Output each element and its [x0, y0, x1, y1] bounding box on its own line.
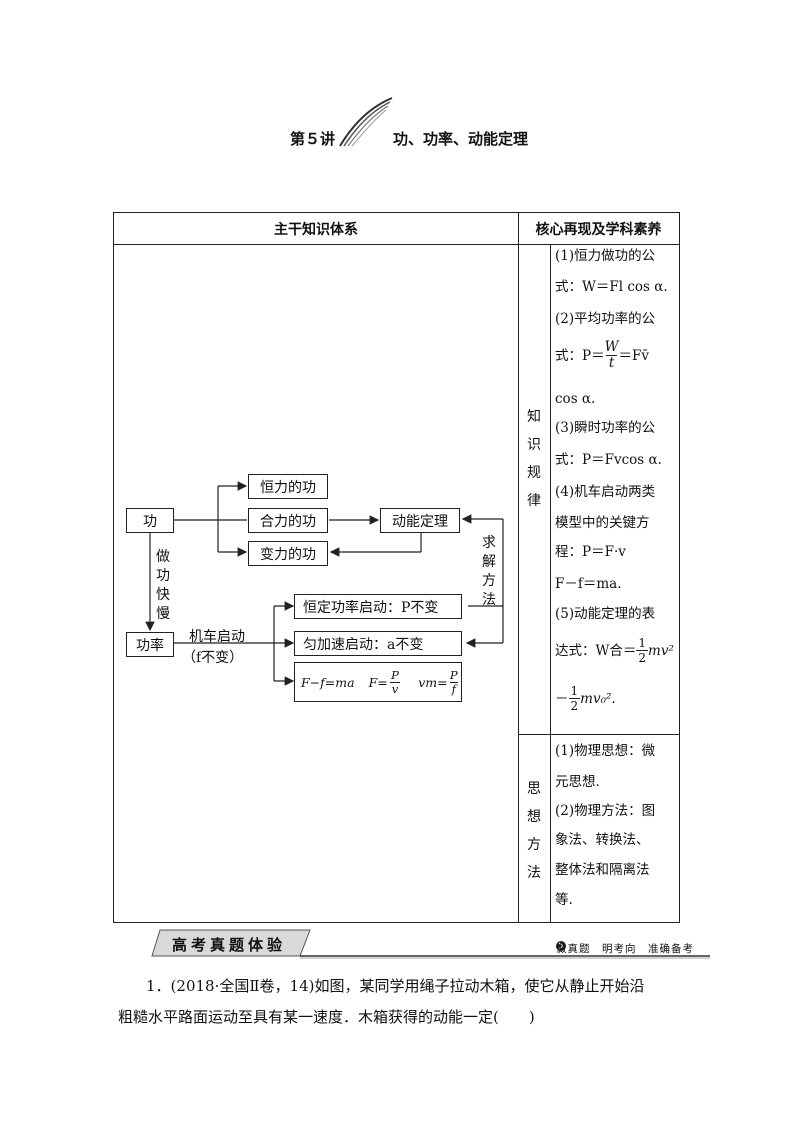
- box-var-force-work-label: 变力的功: [260, 546, 316, 563]
- avg-power-fraction: W t: [605, 340, 619, 371]
- method-line-5: 整体法和隔离法: [555, 862, 650, 878]
- knowledge-line-11: F－f＝ma.: [555, 576, 622, 592]
- box-power: 功率: [126, 632, 174, 657]
- method-line-3: (2)物理方法：图: [555, 803, 656, 819]
- knowledge-line-12: (5)动能定理的表: [555, 606, 656, 622]
- section-banner: [151, 929, 710, 959]
- col2-header: 核心再现及学科素养: [535, 222, 662, 238]
- box-net-force-work-label: 合力的功: [260, 513, 316, 530]
- knowledge-line-6: (3)瞬时功率的公: [555, 420, 656, 436]
- header-divider: [114, 244, 679, 245]
- category-divider: [550, 245, 551, 922]
- theorem-minus: －: [555, 690, 569, 707]
- formula-vmax-lhs: vm=: [418, 674, 448, 690]
- formula-force-den: v: [389, 681, 401, 696]
- category-knowledge: 知识规律: [527, 409, 541, 509]
- knowledge-line-2: 式：W＝Fl cos α.: [555, 279, 668, 295]
- theorem-term-2: mv₀².: [580, 690, 616, 707]
- method-line-6: 等.: [555, 892, 573, 908]
- box-const-power-start: 恒定功率启动：P不变: [294, 594, 462, 619]
- theorem-fraction-1-den: 2: [636, 650, 649, 665]
- theorem-lhs: 达式：W合＝: [555, 642, 637, 659]
- box-net-force-work: 合力的功: [248, 508, 328, 533]
- theorem-fraction-2-num: 1: [570, 684, 579, 698]
- category-methods: 思想方法: [527, 781, 541, 881]
- avg-power-num: W: [604, 339, 619, 355]
- knowledge-line-3: (2)平均功率的公: [555, 311, 656, 327]
- method-line-4: 象法、转换法、: [555, 832, 650, 848]
- formula-force-lhs: F=: [368, 674, 388, 690]
- question-line-1: 1．(2018·全国Ⅱ卷，14)如图，某同学用绳子拉动木箱，使它从静止开始沿: [146, 977, 645, 995]
- label-f-constant: （f不变）: [182, 650, 244, 666]
- label-vehicle-start: 机车启动: [189, 629, 245, 645]
- avg-power-lhs: 式：P＝: [555, 347, 605, 364]
- section-title: 高考真题体验: [172, 936, 287, 954]
- concept-diagram-connectors: [145, 481, 504, 686]
- formula-vmax-den: f: [449, 681, 458, 696]
- box-const-force-work-label: 恒力的功: [260, 479, 316, 496]
- formula-force-num: P: [391, 667, 399, 682]
- knowledge-line-8: (4)机车启动两类: [555, 484, 656, 500]
- theorem-fraction-2: 1 2: [568, 684, 581, 713]
- theorem-fraction-1-num: 1: [638, 636, 647, 650]
- knowledge-line-4: 式：P＝ W t ＝Fv̄: [555, 340, 649, 371]
- box-kinetic-energy-theorem: 动能定理: [380, 508, 460, 533]
- label-how-fast: 做功快慢: [156, 549, 170, 622]
- box-uniform-accel-start-label: 匀加速启动：a不变: [303, 636, 424, 653]
- method-line-1: (1)物理思想：微: [555, 743, 656, 759]
- knowledge-line-13: 达式：W合＝ 1 2 mv²: [555, 636, 674, 665]
- method-line-2: 元思想.: [555, 774, 600, 790]
- knowledge-line-9: 模型中的关键方: [555, 515, 650, 531]
- col1-header: 主干知识体系: [274, 222, 358, 238]
- box-formulas: F−f=ma F= P v vm= P f: [294, 662, 462, 702]
- box-work-label: 功: [143, 513, 157, 530]
- formula-vmax-fraction: P f: [449, 667, 458, 696]
- section-tagline: 做真题 明考向 准确备考: [556, 943, 694, 955]
- column-divider: [518, 213, 519, 922]
- title-swoosh-decoration: [339, 97, 393, 147]
- question-line-2: 粗糙水平路面运动至具有某一速度．木箱获得的动能一定( ): [118, 1008, 535, 1026]
- row-divider: [518, 734, 679, 735]
- lecture-number: 第５讲: [290, 130, 336, 148]
- label-solve-method: 求解方法: [482, 535, 496, 608]
- knowledge-line-14: － 1 2 mv₀².: [555, 684, 616, 713]
- knowledge-line-7: 式：P＝Fvcos α.: [555, 452, 662, 468]
- box-var-force-work: 变力的功: [248, 541, 328, 566]
- knowledge-line-10: 程：P＝F·v: [555, 544, 626, 560]
- theorem-term-1: mv²: [648, 642, 674, 659]
- knowledge-table: 主干知识体系 核心再现及学科素养 知识规律 思想方法: [113, 212, 680, 923]
- formula-force-fraction: P v: [389, 667, 401, 696]
- knowledge-line-5: cos α.: [555, 391, 596, 407]
- theorem-fraction-2-den: 2: [568, 698, 581, 713]
- box-kinetic-energy-theorem-label: 动能定理: [392, 513, 448, 530]
- box-const-force-work: 恒力的功: [248, 474, 328, 499]
- theorem-fraction-1: 1 2: [636, 636, 649, 665]
- knowledge-line-1: (1)恒力做功的公: [555, 248, 656, 264]
- box-const-power-start-label: 恒定功率启动：P不变: [303, 599, 439, 616]
- avg-power-rhs: ＝Fv̄: [618, 347, 649, 364]
- formula-newton: F−f=ma: [301, 674, 355, 690]
- formula-vmax-num: P: [449, 667, 458, 682]
- page-title: 功、功率、动能定理: [393, 130, 529, 148]
- box-power-label: 功率: [136, 637, 164, 654]
- box-uniform-accel-start: 匀加速启动：a不变: [294, 631, 462, 656]
- avg-power-den: t: [605, 355, 618, 371]
- box-work: 功: [126, 508, 174, 533]
